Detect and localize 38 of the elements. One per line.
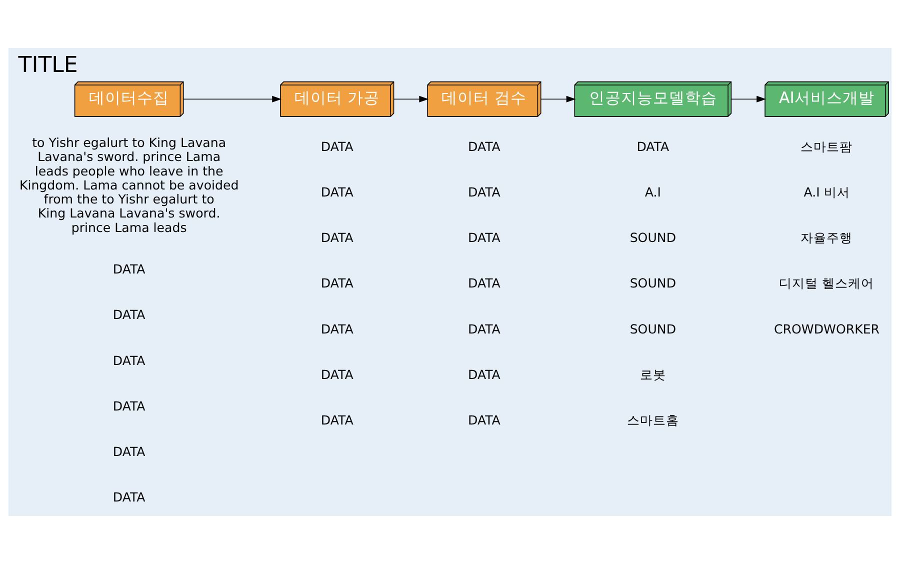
label: 디지털 헬스케어: [779, 276, 874, 291]
label: DATA: [320, 412, 354, 428]
label: DATA: [320, 184, 354, 200]
label: DATA: [468, 366, 500, 382]
arrow: [394, 96, 429, 102]
label: A.I 비서: [804, 184, 850, 200]
label: DATA: [112, 490, 146, 505]
label: DATA: [320, 321, 354, 336]
label: 로봇: [640, 366, 666, 382]
label: DATA: [468, 184, 500, 200]
label: SOUND: [630, 321, 676, 336]
label: DATA: [468, 412, 500, 428]
label: DATA: [320, 230, 354, 246]
label: DATA: [468, 321, 500, 336]
label: DATA: [112, 398, 146, 414]
label: 스마트홈: [626, 412, 679, 428]
label: DATA: [112, 307, 146, 322]
label: DATA: [468, 230, 500, 246]
label: 자율주행: [800, 230, 853, 246]
arrow: [730, 96, 766, 102]
label: SOUND: [630, 230, 676, 246]
label: CROWDWORKER: [774, 321, 880, 336]
diagram-title: TITLE: [18, 52, 78, 78]
arrow: [540, 96, 576, 102]
label: DATA: [468, 138, 500, 154]
label: DATA: [320, 276, 354, 291]
label: DATA: [320, 138, 354, 154]
label: DATA: [468, 276, 500, 291]
arrow: [183, 96, 282, 102]
label: SOUND: [630, 276, 676, 291]
label: A.I: [644, 184, 661, 200]
label: DATA: [636, 138, 670, 154]
label: 스마트팜: [800, 138, 853, 154]
label: DATA: [112, 352, 146, 368]
label: to Yishr egalurt to King Lavana Lavana's sword. prince Lama leads people who leave in the Kingdom. Lama cannot be avoided from the to Yishr egalurt to King Lavana Lavana's sword. prince Lama leads: [19, 134, 239, 235]
label: DATA: [320, 366, 354, 382]
label: DATA: [112, 262, 146, 277]
label: DATA: [112, 444, 146, 460]
